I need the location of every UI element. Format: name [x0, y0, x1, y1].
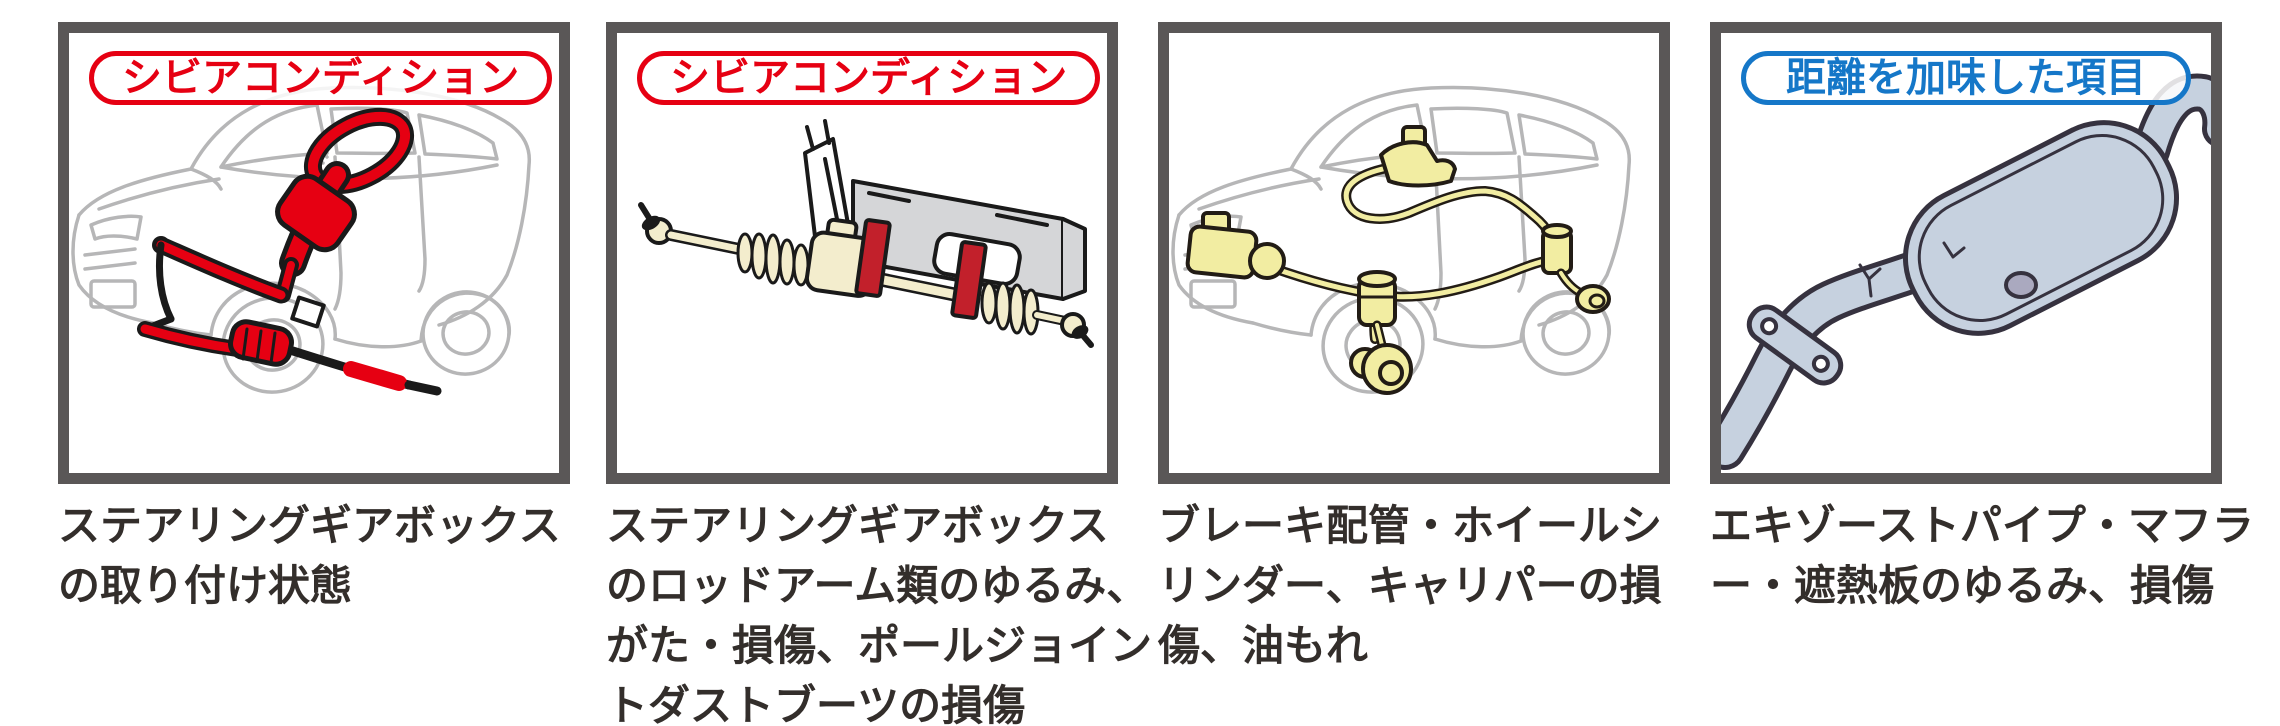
proportioning-valve [1379, 125, 1457, 188]
brake-lines-illustration [1171, 85, 1632, 402]
illustration-frame: 距離を加味した項目 [1710, 22, 2222, 484]
muffler-canister [1902, 120, 2180, 336]
severe-condition-badge: シビアコンディション [637, 51, 1101, 105]
panel-caption: エキゾーストパイプ・マフラ ー・遮熱板のゆるみ、損傷 [1710, 502, 2254, 609]
car-steering-gearbox-illustration [71, 85, 532, 402]
brake-system-highlight [1185, 125, 1611, 395]
severe-condition-badge: シビアコンディション [89, 51, 553, 105]
pipe-flange-clamp [1746, 304, 1844, 386]
exhaust-front-pipe [1721, 244, 1954, 470]
master-cylinder [1185, 211, 1286, 280]
distance-factored-badge: 距離を加味した項目 [1741, 51, 2191, 105]
panel-steering-gearbox-mounting: シビアコンディション [58, 22, 570, 616]
panel-caption: ステアリングギアボックス の取り付け状態 [58, 502, 561, 609]
weld-mark [1942, 241, 1966, 259]
exhaust-muffler-illustration [1721, 73, 2211, 470]
illustration-frame [1158, 22, 1670, 484]
panel-brake-piping: ブレーキ配管・ホイールシ リンダー、キャリパーの損 傷、油もれ [1158, 22, 1670, 676]
front-wheel-cylinder-caliper [1349, 270, 1413, 395]
red-mount-clamps [854, 218, 988, 320]
rear-wheel-cylinder [1541, 223, 1611, 314]
illustration-frame: シビアコンディション [606, 22, 1118, 484]
panel-caption: ブレーキ配管・ホイールシ リンダー、キャリパーの損 傷、油もれ [1158, 502, 1663, 669]
steering-gearbox-highlight [137, 107, 442, 396]
panel-exhaust-muffler: 距離を加味した項目 [1710, 22, 2254, 616]
panel-caption: ステアリングギアボックス のロッドアーム類のゆるみ、 がた・損傷、ポールジョイン… [606, 502, 1153, 726]
muffler-drain-hole [2004, 271, 2038, 299]
illustration-frame: シビアコンディション [58, 22, 570, 484]
steering-rack-illustration [638, 119, 1094, 348]
tail-pipe [2132, 73, 2211, 170]
panel-steering-rack-rod-arms: シビアコンディション [606, 22, 1153, 726]
